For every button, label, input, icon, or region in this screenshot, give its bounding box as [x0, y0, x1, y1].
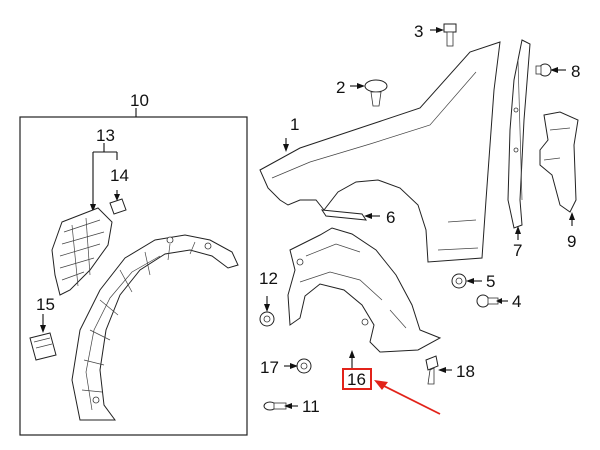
part-13-liner	[51, 207, 113, 296]
highlighted-callout-box	[342, 368, 372, 390]
callout-11: 11	[302, 397, 320, 416]
part-10-liner	[71, 234, 239, 421]
callout-4: 4	[512, 292, 522, 311]
callout-13: 13	[96, 126, 115, 145]
part-2-pin	[364, 79, 388, 93]
callout-3: 3	[414, 22, 424, 41]
highlight-arrow-head	[374, 380, 388, 390]
callout-18: 18	[456, 362, 475, 381]
callout-10: 10	[130, 91, 149, 110]
callout-14: 14	[110, 166, 129, 185]
part-14-clip	[109, 198, 127, 215]
part-7-bracket	[507, 39, 531, 229]
callout-16: 16	[347, 370, 366, 389]
callout-7: 7	[513, 241, 523, 260]
callout-6: 6	[386, 208, 396, 227]
part-1-fender	[259, 41, 501, 263]
inset-frame	[19, 116, 248, 436]
part-3-bolt	[443, 23, 457, 33]
highlight-arrow-line	[379, 383, 441, 415]
callout-12: 12	[259, 269, 278, 288]
callout-5: 5	[486, 272, 496, 291]
part-4-screw	[476, 294, 490, 308]
part-6-strip	[320, 209, 368, 221]
callout-1: 1	[290, 115, 300, 134]
callout-8: 8	[571, 62, 581, 81]
callout-15: 15	[36, 295, 55, 314]
part-16-liner	[287, 227, 442, 353]
part-9-bracket	[539, 111, 579, 213]
callout-2: 2	[336, 78, 346, 97]
callout-9: 9	[567, 232, 577, 251]
part-18-clip	[425, 355, 439, 371]
callout-17: 17	[260, 358, 279, 377]
